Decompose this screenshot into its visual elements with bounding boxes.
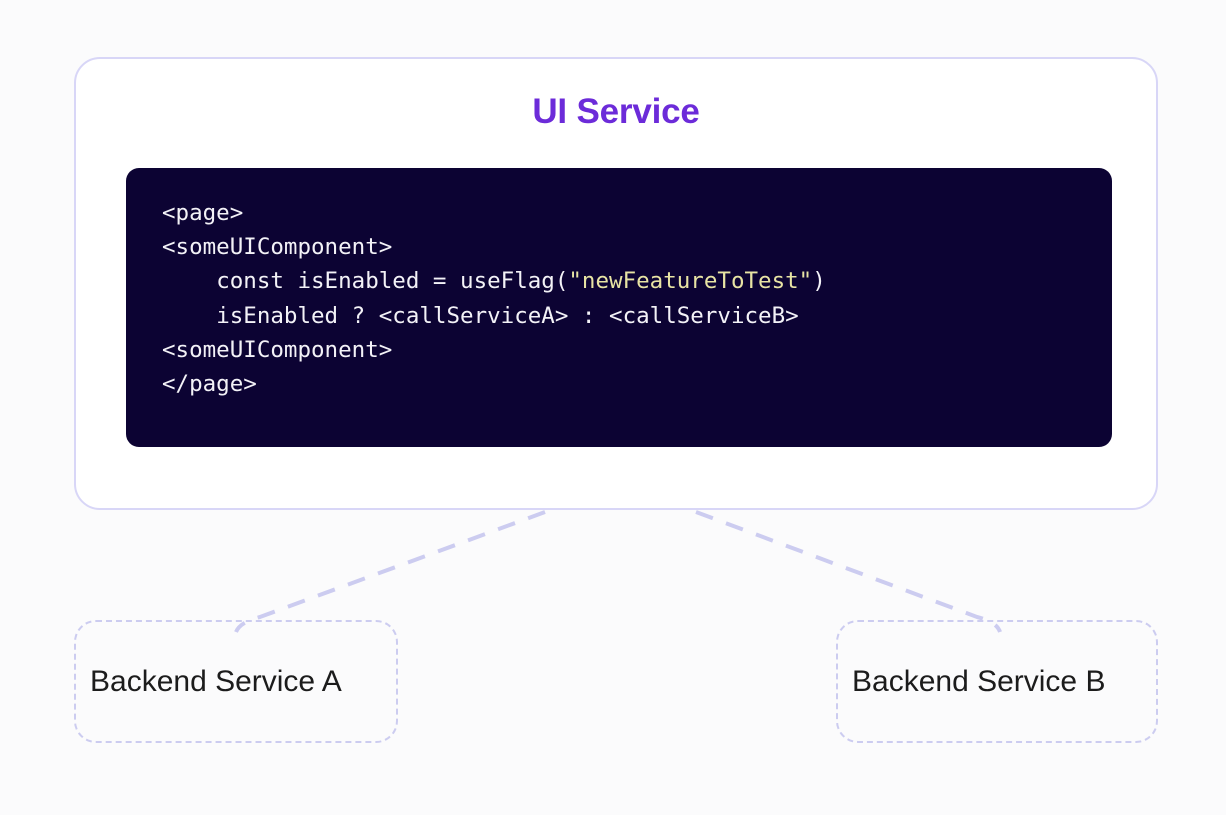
code-lines: <page> <someUIComponent> const isEnabled … — [162, 196, 1076, 401]
backend-service-a-box[interactable]: Backend Service A — [74, 620, 398, 743]
backend-service-a-label: Backend Service A — [90, 664, 342, 698]
backend-service-b-box[interactable]: Backend Service B — [836, 620, 1158, 743]
code-line: isEnabled ? <callServiceA> : <callServic… — [162, 299, 1076, 333]
code-text: ) — [812, 268, 826, 295]
connector-to-backend-b — [695, 510, 1002, 633]
code-line: <someUIComponent> — [162, 230, 1076, 264]
code-line: <page> — [162, 196, 1076, 230]
code-text: </page> — [162, 371, 257, 398]
connector-to-backend-a — [234, 510, 546, 633]
code-text: <someUIComponent> — [162, 234, 393, 261]
page-title: UI Service — [532, 92, 700, 131]
backend-service-b-label: Backend Service B — [852, 664, 1106, 698]
code-text: isEnabled ? <callServiceA> : <callServic… — [216, 302, 799, 329]
code-block: <page> <someUIComponent> const isEnabled … — [126, 168, 1112, 447]
code-line: const isEnabled = useFlag("newFeatureToT… — [162, 264, 1076, 298]
code-string-literal: "newFeatureToTest" — [568, 268, 813, 295]
code-text: <someUIComponent> — [162, 336, 393, 363]
code-line: </page> — [162, 367, 1076, 401]
code-line: <someUIComponent> — [162, 333, 1076, 367]
ui-service-card: UI Service <page> <someUIComponent> const… — [74, 57, 1158, 510]
code-text: const isEnabled = useFlag( — [216, 268, 569, 295]
code-text: <page> — [162, 200, 244, 226]
